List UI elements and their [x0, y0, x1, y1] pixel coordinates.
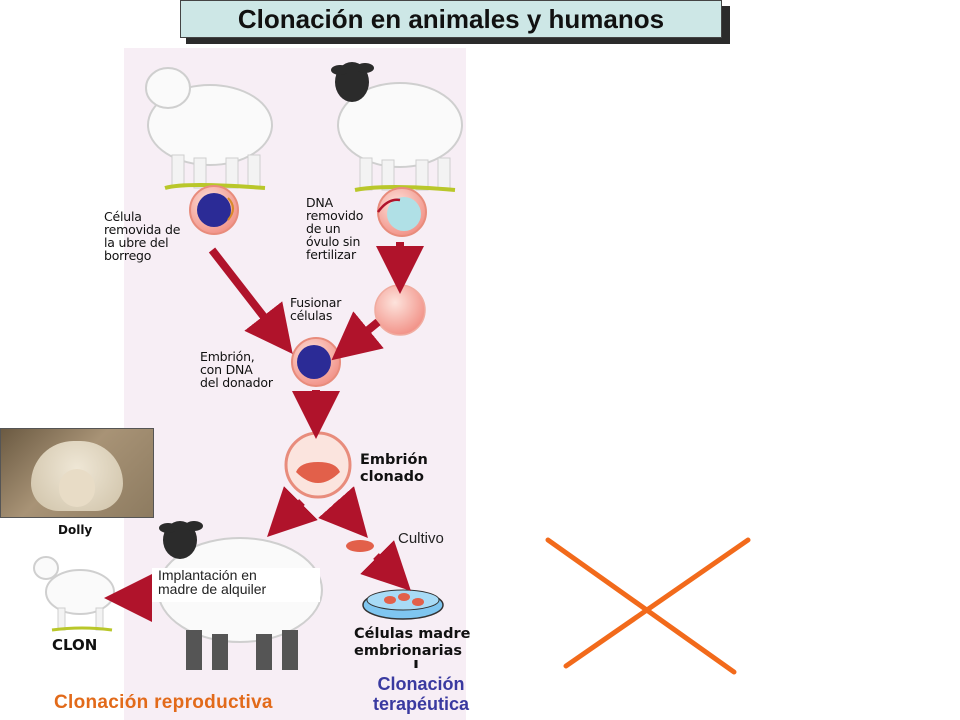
cell-cluster-icon	[346, 540, 374, 552]
label-cloned-embryo: Embrión clonado	[360, 452, 428, 485]
fused-embryo-icon	[291, 337, 341, 387]
label-udder-cell: Célula removida de la ubre del borrego	[104, 209, 181, 263]
clone-lamb-icon	[33, 556, 115, 632]
label-fuse-cells: Fusionar células	[290, 295, 342, 323]
page-title: Clonación en animales y humanos	[180, 0, 722, 38]
label-stem-cells: Células madre embrionarias	[354, 626, 471, 659]
label-culture: Cultivo	[398, 530, 444, 547]
arrow-egg-to-fusion	[331, 311, 384, 361]
dolly-photo	[0, 428, 154, 518]
label-therapeutic-cloning: Clonación terapéutica	[372, 674, 470, 714]
label-reproductive-cloning: Clonación reproductiva	[54, 692, 273, 713]
label-dolly: Dolly	[58, 523, 93, 537]
label-implantation: Implantación en madre de alquiler	[152, 568, 320, 602]
arrow-to-culture	[318, 486, 368, 538]
cross-mark-icon	[545, 537, 751, 675]
enucleated-egg-icon	[374, 284, 426, 336]
black-faced-sheep-icon	[331, 62, 463, 192]
white-sheep-icon	[145, 67, 273, 190]
arrow-udder-to-fusion	[208, 247, 293, 354]
udder-cell-icon	[189, 185, 239, 235]
label-dna-removed: DNA removido de un óvulo sin fertilizar	[306, 195, 364, 262]
arrow-to-surrogate	[267, 486, 318, 537]
arrow-to-dish	[360, 540, 411, 591]
label-clon: CLON	[52, 636, 98, 654]
label-embryo-donor: Embrión, con DNA del donador	[200, 349, 273, 390]
cloned-embryo-icon	[284, 431, 352, 499]
petri-dish-icon	[362, 589, 444, 620]
egg-cell-icon	[376, 187, 427, 237]
